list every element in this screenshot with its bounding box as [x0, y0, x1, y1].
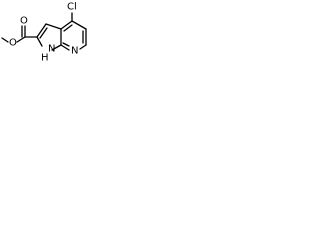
bond-n7-c7a — [60, 44, 70, 51]
bond-c2-n1 — [36, 36, 43, 47]
atom-label-oxygen-carbonyl: O — [20, 16, 28, 27]
atom-label-oxygen-ester: O — [9, 38, 17, 49]
atom-label-nitrogen-pyridine: N — [71, 46, 78, 57]
bond-c3a-c4-double — [63, 24, 73, 32]
bond-c3-c2 — [36, 23, 47, 38]
bond-carbonyl-oester — [16, 36, 26, 43]
atom-labels: Cl O O N N H — [9, 2, 78, 64]
bond-n1-c7a — [51, 44, 62, 51]
molecule-structure: Cl O O N N H — [1, 2, 87, 64]
bond-lines — [1, 12, 87, 51]
atom-label-chlorine: Cl — [67, 2, 77, 13]
bond-c4-c5 — [71, 20, 87, 30]
bond-oester-methyl — [1, 37, 9, 43]
bond-c3a-c4 — [60, 20, 73, 30]
bond-n7-c7a-double — [62, 42, 70, 47]
bond-c3a-c3 — [45, 23, 62, 30]
bond-c6-n7 — [79, 44, 87, 50]
atom-label-hydrogen-pyrrole: H — [41, 53, 49, 64]
atom-label-nitrogen-pyrrole: N — [48, 44, 55, 55]
bond-c3-c2-double — [39, 27, 48, 39]
